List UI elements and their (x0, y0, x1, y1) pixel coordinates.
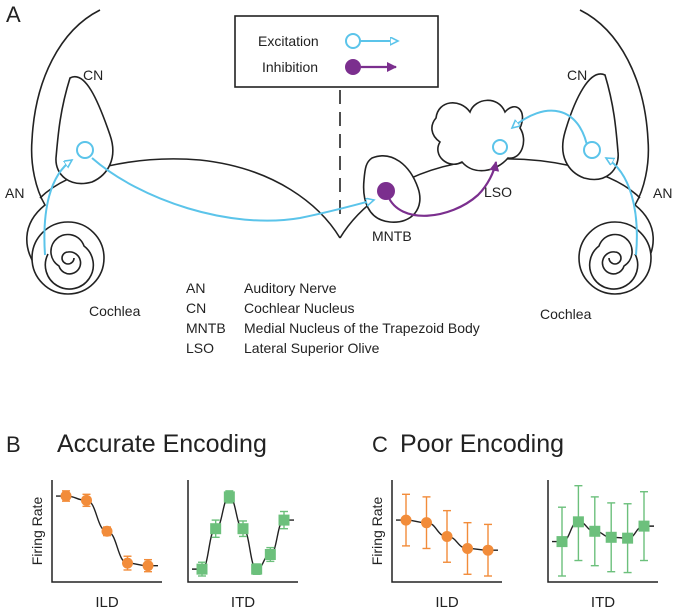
data-point (638, 520, 650, 532)
cochlea-right-spiral (578, 221, 652, 295)
excitation-pathways (43, 109, 638, 256)
legend-excitation-icon (345, 33, 361, 49)
cochlea-left-spiral (31, 221, 105, 295)
label-an-right: AN (653, 185, 672, 201)
label-cochlea-right: Cochlea (540, 306, 592, 322)
label-lso: LSO (484, 184, 512, 200)
abbr-lso: LSO (186, 340, 214, 356)
x-axis-label: ILD (435, 594, 459, 611)
inhibition-pathway (386, 161, 500, 217)
abbr-cn-full: Cochlear Nucleus (244, 300, 355, 316)
data-point (622, 532, 634, 544)
data-point (122, 557, 133, 569)
mntb-neuron (377, 182, 395, 200)
chart-c-itd: ITD (547, 480, 658, 611)
label-cn-right: CN (567, 67, 587, 83)
data-point (60, 490, 72, 502)
chart-b-ild: ILD Firing Rate (29, 480, 162, 611)
data-point (251, 563, 263, 575)
legend-excitation-label: Excitation (258, 33, 319, 49)
y-axis-label: Firing Rate (29, 497, 45, 566)
legend-inhibition-label: Inhibition (262, 59, 318, 75)
cn-right-shape (561, 73, 619, 181)
data-point (421, 517, 432, 529)
abbr-an-full: Auditory Nerve (244, 280, 337, 296)
panel-c-title: Poor Encoding (400, 430, 564, 458)
panel-b-letter: B (6, 432, 21, 457)
chart-b-itd: ITD (187, 480, 298, 611)
data-point (81, 494, 92, 506)
x-axis-label: ITD (231, 594, 255, 611)
x-axis-label: ILD (95, 594, 119, 611)
data-point (400, 514, 412, 526)
data-point (482, 544, 494, 556)
data-point (237, 523, 249, 535)
chart-axes (547, 480, 658, 583)
y-axis-label: Firing Rate (369, 497, 385, 566)
abbr-cn: CN (186, 300, 206, 316)
cn-left-neuron (76, 141, 94, 159)
data-point (462, 542, 473, 554)
abbr-lso-full: Lateral Superior Olive (244, 340, 380, 356)
data-point (572, 516, 584, 528)
legend-box (234, 15, 439, 88)
legend-inhibition-icon (345, 59, 361, 75)
data-point (210, 523, 222, 535)
cn-right-neuron (583, 141, 601, 159)
data-point (142, 560, 154, 572)
data-point (605, 531, 617, 543)
label-mntb: MNTB (372, 228, 412, 244)
panel-b-title: Accurate Encoding (57, 430, 267, 458)
chart-axes (187, 480, 298, 583)
panel-a-letter: A (6, 2, 21, 27)
lso-neuron (492, 139, 508, 155)
abbr-an: AN (186, 280, 205, 296)
panel-c-letter: C (372, 432, 388, 457)
abbreviation-list: AN Auditory Nerve CN Cochlear Nucleus MN… (186, 280, 480, 356)
data-point (556, 536, 568, 548)
data-point (589, 525, 601, 537)
data-point (264, 549, 276, 560)
chart-axes (391, 480, 502, 583)
label-an-left: AN (5, 185, 24, 201)
data-point (223, 491, 235, 503)
abbr-mntb-full: Medial Nucleus of the Trapezoid Body (244, 320, 480, 336)
lso-shape (431, 99, 525, 172)
data-point (441, 530, 453, 542)
data-point (101, 525, 113, 537)
chart-axes (51, 480, 162, 583)
chart-c-ild: ILD Firing Rate (369, 480, 502, 611)
x-axis-label: ITD (591, 594, 615, 611)
data-point (278, 514, 290, 526)
label-cochlea-left: Cochlea (89, 303, 141, 319)
data-point (196, 563, 208, 575)
abbr-mntb: MNTB (186, 320, 226, 336)
cn-left-shape (55, 75, 114, 185)
label-cn-left: CN (83, 67, 103, 83)
